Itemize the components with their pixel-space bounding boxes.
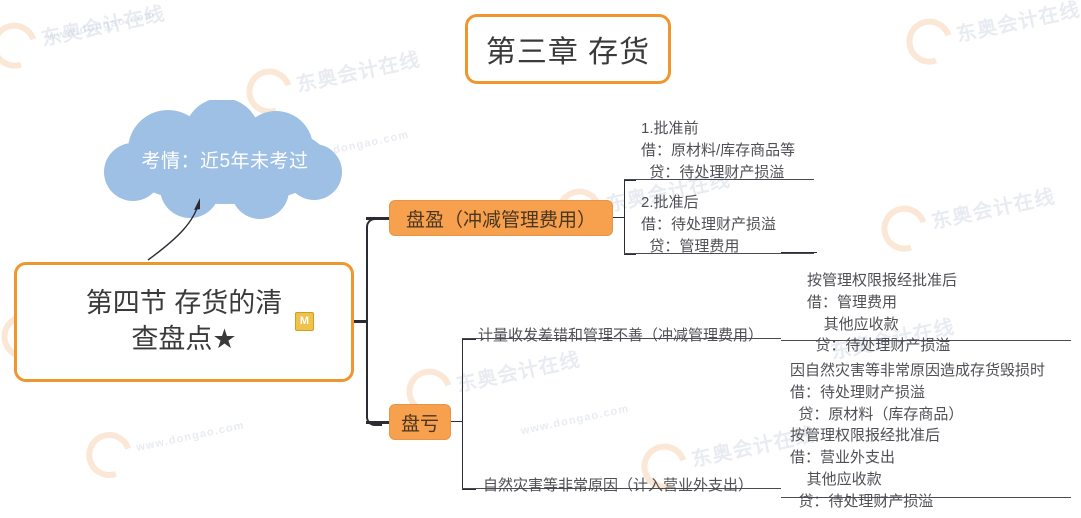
loss-child2-connector — [462, 489, 476, 490]
exam-note-cloud: 考情：近5年未考过 — [100, 98, 350, 220]
surplus-child2-connector — [624, 254, 636, 255]
loss-out-connector — [451, 421, 463, 422]
leaf-entry-natural-disaster: 因自然灾害等非常原因造成存货毁损时 借：待处理财产损溢 贷：原材料（库存商品） … — [790, 362, 1046, 510]
watermark-url: www.dongao.com — [519, 402, 631, 438]
leaf-label-natural-disaster: 自然灾害等非常原因（计入营业外支出） — [483, 477, 754, 494]
measurement-error-out-connector — [781, 252, 817, 253]
leaf-underline-entry-natural-disaster — [781, 497, 1071, 498]
cloud-shape-icon — [104, 98, 342, 219]
m-badge-icon: M — [295, 312, 314, 331]
root-node-label: 第四节 存货的清 查盘点★ — [85, 288, 283, 354]
watermark-logo-icon — [898, 10, 961, 73]
leaf-before-approval: 1.批准前 借：原材料/库存商品等 贷：待处理财产损溢 — [641, 120, 796, 181]
watermark-text: 东奥会计在线 — [454, 348, 583, 397]
exam-note-label: 考情：近5年未考过 — [141, 151, 309, 172]
root-branch-bracket — [366, 218, 382, 426]
loss-children-spine — [462, 339, 463, 489]
branch-stub-surplus — [366, 217, 390, 220]
watermark: 东奥会计在线 — [873, 174, 1060, 260]
loss-child1-connector — [462, 339, 476, 340]
leaf-underline-entry-measurement-error — [781, 340, 1071, 341]
branch-stub-loss — [366, 421, 390, 424]
watermark: www.dongao.com — [519, 401, 631, 442]
leaf-underline-measurement-error — [462, 338, 781, 339]
leaf-underline-before-approval — [624, 179, 814, 180]
leaf-after-approval: 2.批准后 借：待处理财产损溢 贷：管理费用 — [641, 194, 777, 255]
surplus-child1-connector — [624, 180, 636, 181]
watermark: www.dongao.com — [78, 404, 250, 486]
watermark-logo-icon — [0, 14, 46, 77]
watermark-logo-icon — [78, 424, 141, 486]
leaf-entry-measurement-error: 按管理权限报经批准后 借：管理费用 其他应收款 贷：待处理财产损溢 — [807, 272, 958, 355]
leaf-label-measurement-error: 计量收发差错和管理不善（冲减管理费用） — [478, 327, 764, 344]
watermark-text: 东奥会计在线 — [294, 48, 423, 97]
watermark-text: 东奥会计在线 — [954, 0, 1081, 47]
watermark: 东奥会计在线 — [898, 0, 1081, 73]
watermark-logo-icon — [873, 197, 936, 260]
surplus-out-connector — [613, 217, 625, 218]
cloud-tail-connector — [147, 198, 200, 261]
surplus-children-spine — [624, 180, 625, 255]
leaf-underline-after-approval — [624, 253, 814, 254]
root-stub-connector — [354, 320, 366, 323]
page-title: 第三章 存货 — [465, 14, 671, 84]
branch-node-surplus[interactable]: 盘盈（冲减管理费用） — [389, 200, 613, 236]
watermark-url: www.dongao.com — [135, 419, 246, 455]
branch-node-loss[interactable]: 盘亏 — [389, 404, 451, 440]
leaf-underline-natural-disaster — [462, 488, 781, 489]
watermark-text: 东奥会计在线 — [929, 185, 1058, 234]
watermark-text: 东奥会计在线 — [39, 2, 168, 51]
watermark-url: www.dongao.com — [46, 8, 157, 44]
